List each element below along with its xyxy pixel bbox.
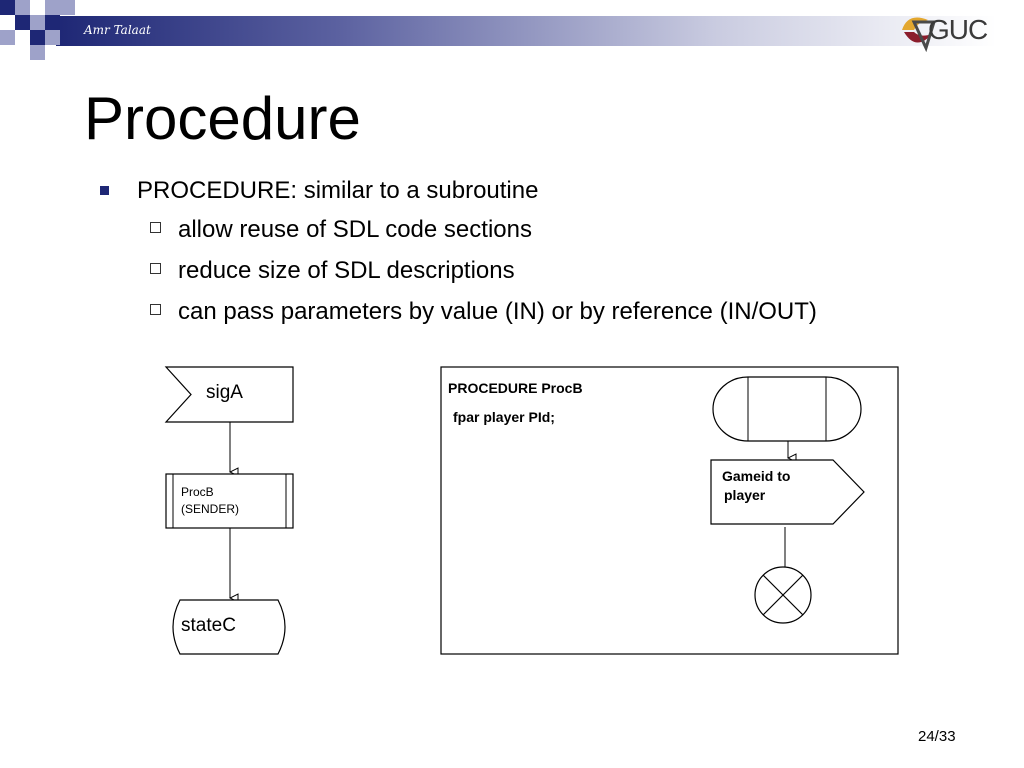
square-bullet-icon [100, 186, 109, 195]
stop-cross [762, 574, 804, 616]
decor-square [30, 15, 45, 30]
decor-square [15, 15, 30, 30]
left-sdl-diagram: sigA ProcB (SENDER) stateC [164, 366, 294, 655]
guc-logo: GUC [898, 8, 998, 52]
author-name: Amr Talaat [84, 23, 151, 37]
decor-square [0, 30, 15, 45]
decor-square [30, 45, 45, 60]
logo-text: GUC [928, 14, 988, 45]
page-number: 24/33 [918, 728, 956, 745]
sub-bullet-item: allow reuse of SDL code sections [150, 214, 850, 245]
decor-square [45, 15, 60, 30]
procedure-call-line2: (SENDER) [181, 502, 239, 516]
bullet-item: PROCEDURE: similar to a subroutine [100, 177, 538, 205]
header-gradient-bar [56, 16, 996, 46]
decor-square [60, 0, 75, 15]
procedure-params: fpar player PId; [453, 409, 555, 425]
procedure-call-line1: ProcB [181, 485, 214, 499]
procedure-call-symbol [165, 473, 294, 529]
sub-bullet-text: can pass parameters by value (IN) or by … [178, 298, 817, 325]
procedure-start-symbol [712, 376, 862, 442]
decor-square [45, 30, 60, 45]
input-signal-label: sigA [206, 382, 243, 403]
decor-square [45, 0, 60, 15]
stop-symbol-icon [754, 566, 812, 624]
bullet-text: PROCEDURE: similar to a subroutine [137, 177, 539, 204]
procedure-frame [440, 366, 899, 655]
state-symbol [172, 599, 286, 655]
output-signal-symbol [710, 459, 865, 525]
slide-title: Procedure [84, 85, 361, 152]
sub-bullet-text: reduce size of SDL descriptions [178, 257, 515, 284]
output-signal-line1: Gameid to [722, 468, 790, 484]
input-signal-symbol [164, 366, 294, 423]
header-band: Amr Talaat [0, 0, 1024, 60]
sub-bullet-text: allow reuse of SDL code sections [178, 216, 532, 243]
stop-cross [762, 574, 804, 616]
decor-square [0, 0, 15, 15]
state-label: stateC [181, 615, 236, 636]
guc-logo-icon [902, 17, 937, 52]
hollow-square-bullet-icon [150, 304, 161, 315]
hollow-square-bullet-icon [150, 263, 161, 274]
output-signal-line2: player [724, 487, 766, 503]
sub-bullet-item: can pass parameters by value (IN) or by … [150, 296, 850, 327]
right-sdl-diagram: PROCEDURE ProcB fpar player PId; Gameid … [440, 366, 899, 655]
decor-square [30, 30, 45, 45]
procedure-header: PROCEDURE ProcB [448, 380, 583, 396]
decor-square [15, 0, 30, 15]
hollow-square-bullet-icon [150, 222, 161, 233]
sub-bullet-item: reduce size of SDL descriptions [150, 255, 850, 286]
